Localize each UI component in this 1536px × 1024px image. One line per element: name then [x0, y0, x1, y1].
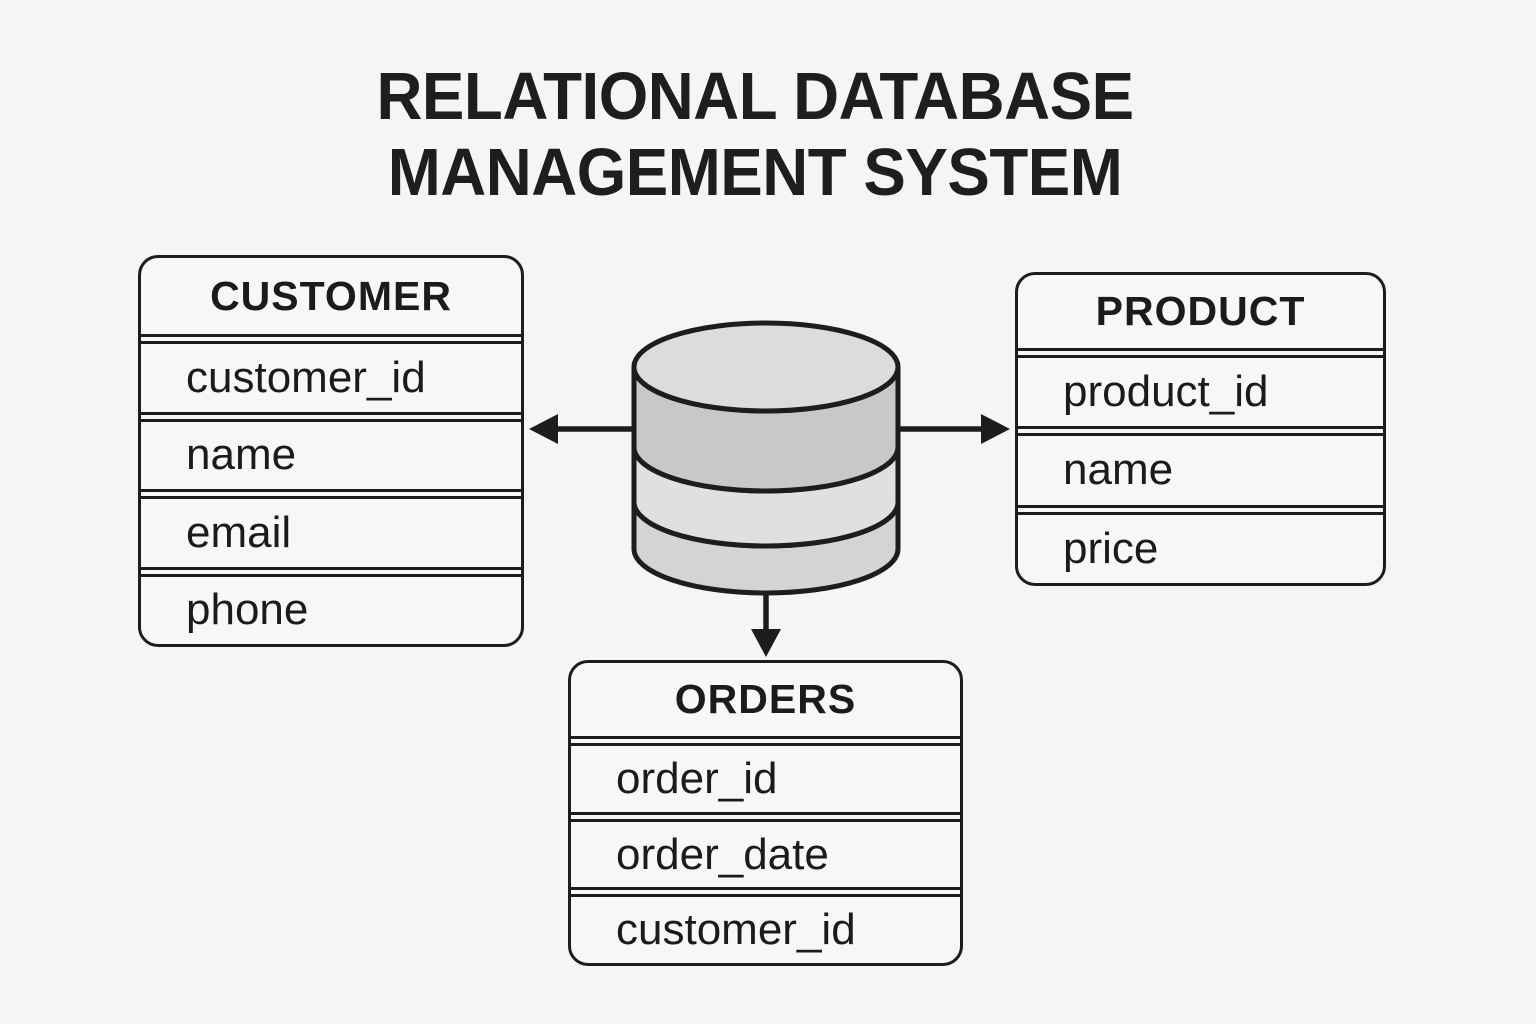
- page-title: RELATIONAL DATABASE MANAGEMENT SYSTEM: [25, 59, 1484, 211]
- cylinder-top-face: [631, 320, 901, 414]
- cylinder-band-bottom: [631, 499, 901, 596]
- field-row-order-customer-id: customer_id: [571, 894, 960, 963]
- field-row-product-id: product_id: [1018, 355, 1383, 430]
- field-row-customer-email: email: [141, 496, 521, 570]
- table-product-header: PRODUCT: [1018, 275, 1383, 351]
- arrow-to-orders-icon: [751, 591, 781, 657]
- cylinder-band-top: [631, 364, 901, 494]
- cylinder-band-middle: [631, 444, 901, 549]
- table-orders-header: ORDERS: [571, 663, 960, 739]
- table-customer: CUSTOMER customer_id name email phone: [138, 255, 524, 647]
- field-row-order-id: order_id: [571, 743, 960, 815]
- arrow-to-customer-icon: [529, 414, 634, 444]
- arrow-to-product-icon: [898, 414, 1010, 444]
- table-product: PRODUCT product_id name price: [1015, 272, 1386, 586]
- table-customer-header: CUSTOMER: [141, 258, 521, 337]
- field-row-customer-name: name: [141, 418, 521, 492]
- page-title-line1: RELATIONAL DATABASE: [376, 59, 1134, 134]
- field-row-product-price: price: [1018, 511, 1383, 583]
- table-orders: ORDERS order_id order_date customer_id: [568, 660, 963, 966]
- field-row-product-name: name: [1018, 433, 1383, 508]
- page-title-line2: MANAGEMENT SYSTEM: [387, 135, 1123, 210]
- field-row-order-date: order_date: [571, 818, 960, 891]
- database-cylinder-icon: [631, 320, 901, 596]
- field-row-customer-id: customer_id: [141, 341, 521, 415]
- field-row-customer-phone: phone: [141, 573, 521, 645]
